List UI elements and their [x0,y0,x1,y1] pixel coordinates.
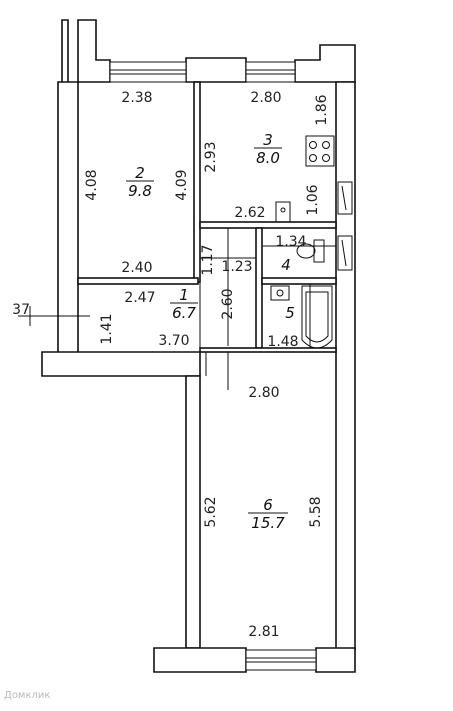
room-1-number: 1 [179,286,189,304]
dim-r5-bottom: 1.48 [267,334,298,350]
door-icon [275,201,291,223]
dim-r3-left: 2.93 [203,141,219,172]
dim-r6-right: 5.58 [308,496,324,527]
dim-r2-left: 4.08 [84,169,100,200]
dim-r3-right-lower: 1.06 [305,184,321,215]
room-2-area: 9.8 [128,182,152,200]
dim-r2-right: 4.09 [174,169,190,200]
dim-r2-bottom: 2.40 [121,260,152,276]
toilet-icon [296,239,325,263]
room-5-number: 5 [285,304,295,322]
dim-r2-top: 2.38 [121,90,152,106]
dim-r4-top: 1.34 [275,234,306,250]
radiator-icon [337,181,353,271]
watermark: Домклик [4,690,51,701]
dim-r6-left: 5.62 [203,496,219,527]
dim-r4-left: 1.23 [221,259,252,275]
dim-r3-top: 2.80 [250,90,281,106]
bathtub-icon [301,285,333,349]
room-6-number: 6 [263,496,273,514]
dim-r3-bottom: 2.62 [234,205,265,221]
room-6-area: 15.7 [251,514,285,532]
dim-r3-right-upper: 1.86 [314,94,330,125]
dim-r1-left: 1.41 [99,313,115,344]
interior-walls [77,81,337,376]
room-labels: 2 9.8 3 8.0 1 6.7 4 5 6 15.7 [126,131,295,532]
dim-hall-upper: 1.17 [200,244,216,275]
room-3-area: 8.0 [256,149,280,167]
room-1-area: 6.7 [172,304,196,322]
windows [109,61,317,671]
dim-r1-bottom: 3.70 [158,333,189,349]
room-2-number: 2 [135,164,145,182]
fixtures [270,135,353,349]
dim-r6-top: 2.80 [248,385,279,401]
dimension-lines [200,228,336,390]
room-4-number: 4 [281,256,291,274]
room-3-number: 3 [263,131,273,149]
stove-icon [305,135,335,167]
dim-cut-left: 37 [12,302,30,318]
dim-r6-bottom: 2.81 [248,624,279,640]
exterior-walls [41,19,356,673]
sink-icon [270,285,290,301]
dimension-labels: 2.38 4.08 4.09 2.40 2.80 1.86 2.93 1.06 … [12,90,330,640]
dim-r1-top: 2.47 [124,290,155,306]
